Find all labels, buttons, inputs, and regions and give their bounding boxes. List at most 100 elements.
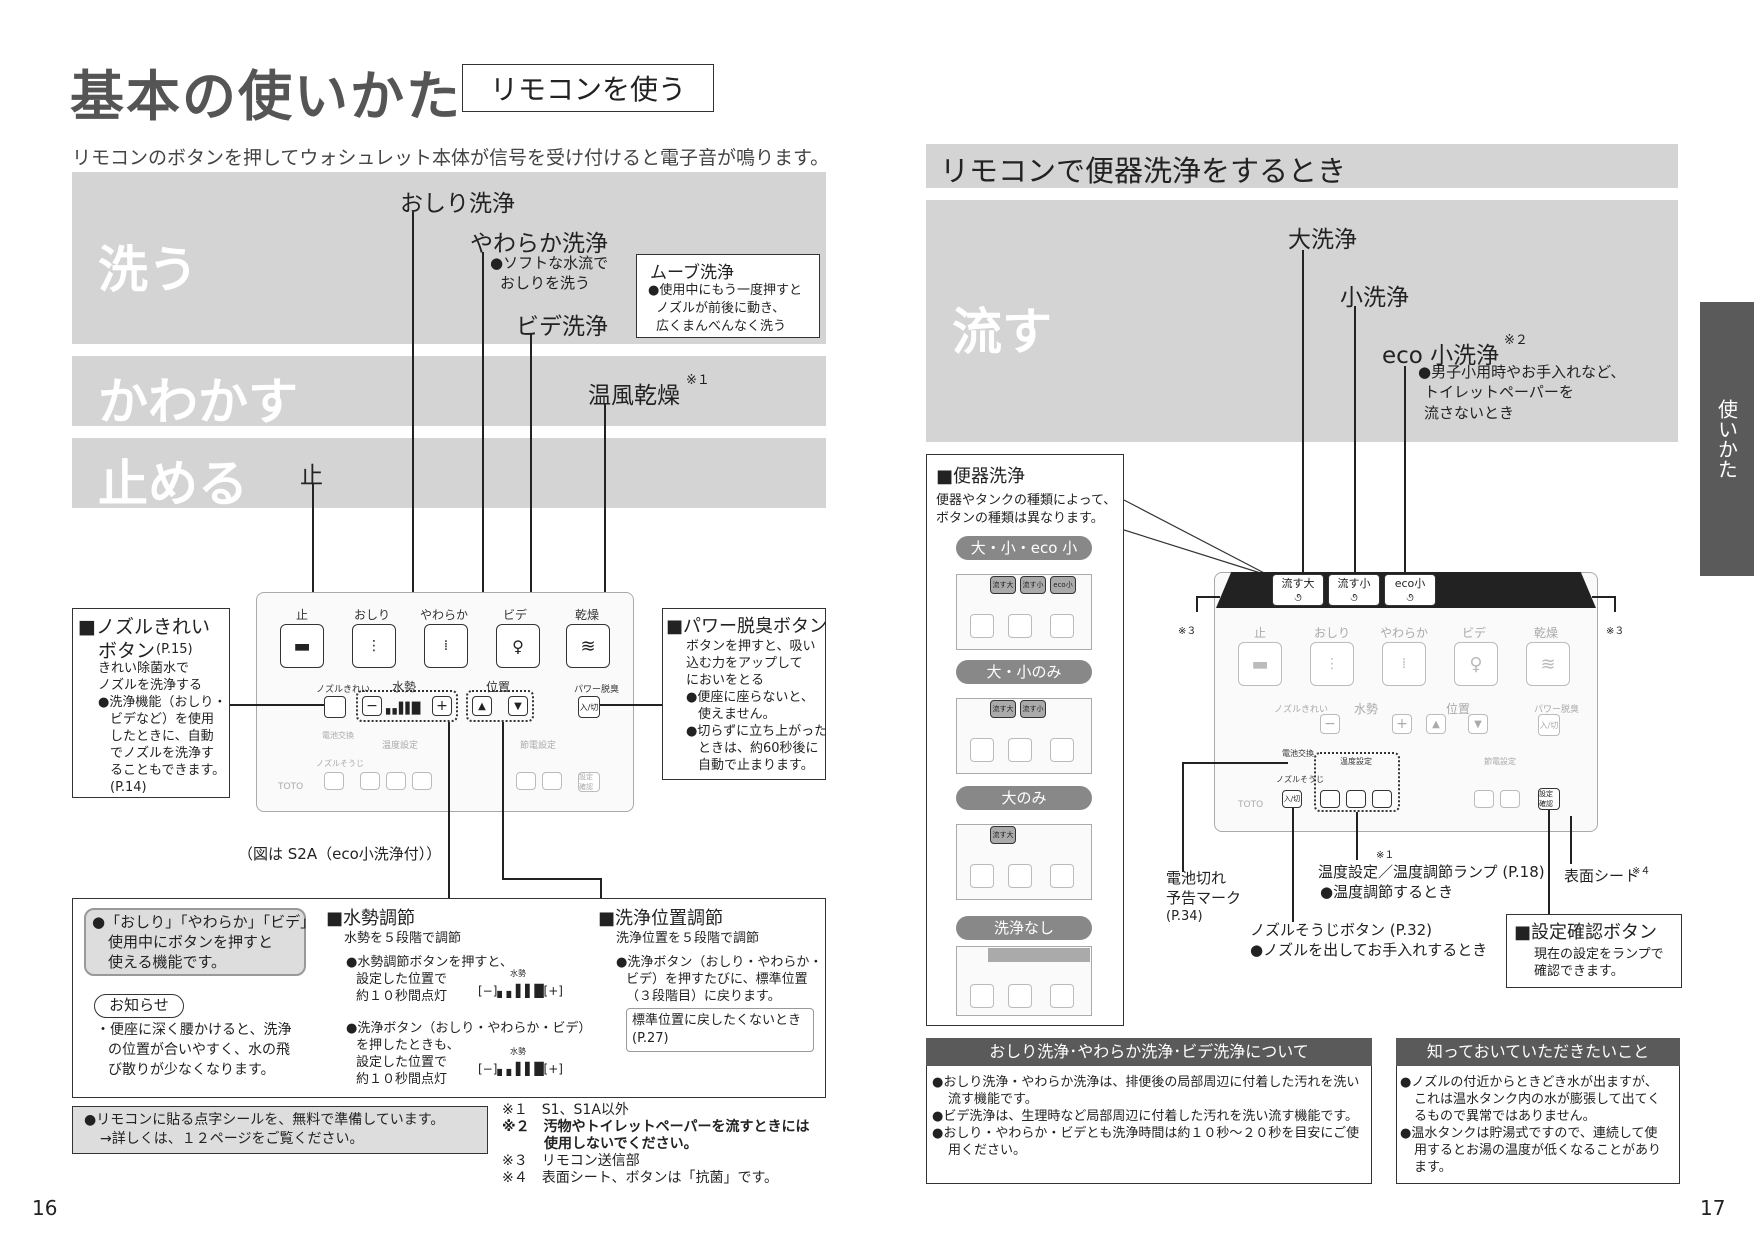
callout-pointer [1124,499,1271,577]
remote-nozzle-button[interactable] [324,696,346,718]
power-box-l5: 使えません。 [698,707,776,722]
remote-teiden-button-2[interactable] [542,772,562,790]
label-yawaraka: やわらか洗浄 [470,231,608,257]
remote-right-ondo-3[interactable] [1372,790,1392,808]
label-dry-note: ※１ [686,373,710,388]
remote-power-button[interactable]: 入/切 [578,696,600,718]
remote-settei-button[interactable]: 設定確認 [578,772,600,792]
ichi-up-button[interactable]: ▲ [472,696,492,716]
remote-right-label-dry: 乾燥 [1534,626,1559,640]
remote-right-settei[interactable]: 設定確認 [1538,788,1560,810]
about-l3: ●ビデ洗浄は、生理時など局部周辺に付着した汚れを洗い流す機能です。 [932,1109,1359,1124]
power-box-l8: 自動で止まります。 [698,758,814,773]
move-l1: ●使用中にもう一度押すと [648,283,802,298]
braille-box [72,1106,488,1154]
benki-panel-4-b3 [1050,984,1074,1008]
benki-panel-1-b3 [1050,614,1074,638]
remote-stop-button[interactable]: ▬ [280,624,324,668]
benki-panel-3-dai[interactable]: 流す大 [990,826,1016,844]
remote-label-souji: ノズルそうじ [316,759,364,768]
ondo-l2: ●温度調節するとき [1320,883,1454,901]
power-box-l2: 込む力をアップして [686,656,803,671]
note-1: ※１ S1、S1A以外 [502,1102,629,1118]
know-l2: これは温水タンク内の水が膨張して出てく [1414,1092,1661,1107]
ichi-down-button[interactable]: ▼ [508,696,528,716]
remote-yawaraka-button[interactable]: ⁞ [424,624,468,668]
bidet-icon: ♀ [1469,653,1483,675]
bidet-icon: ♀ [512,636,524,656]
remote-ondo-button-3[interactable] [412,772,432,790]
note-3: ※３ リモコン送信部 [502,1153,640,1169]
remote-souji-button[interactable] [324,772,344,790]
remote-right-stop-button[interactable]: ▬ [1238,642,1282,686]
remote-right-yawaraka-button[interactable]: ⁞ [1382,642,1426,686]
remote-right [1214,572,1598,832]
leader-note3-left-d [1196,596,1198,612]
benki-panel-1-sho[interactable]: 流す小 [1020,576,1046,594]
remote-right-dai-label: 流す大 [1281,577,1315,590]
nozzle-box-title: ■ノズルきれい [78,616,210,638]
remote-right-souji[interactable]: 入/切 [1282,790,1302,808]
remote-right-suisei-plus[interactable]: + [1392,714,1412,734]
suisei-l2: ●水勢調節ボタンを押すと、 [346,955,513,970]
benki-panel-3 [956,824,1092,900]
benki-panel-1-eco[interactable]: eco小 [1050,576,1076,594]
know-l1: ●ノズルの付近からときどき水が出ますが、 [1400,1075,1658,1090]
benki-panel-2-sho[interactable]: 流す小 [1020,700,1046,718]
ichi-l2: ●洗浄ボタン（おしり・やわらか・ [616,955,823,970]
remote-bidet-button[interactable]: ♀ [496,624,540,668]
label-yawaraka-desc2: おしりを洗う [500,274,591,292]
oshirase-l3: び散りが少なくなります。 [108,1062,275,1078]
remote-dry-button[interactable]: ≋ [566,624,610,668]
remote-right-oshiri-button[interactable]: ⋮ [1310,642,1354,686]
oshirase-tag: お知らせ [94,994,184,1018]
leader-ichi-h [502,878,602,880]
page-number-left: 16 [32,1196,58,1220]
remote-ondo-button-2[interactable] [386,772,406,790]
benki-panel-2-dai[interactable]: 流す大 [990,700,1016,718]
label-dai: 大洗浄 [1288,227,1357,253]
benki-panel-2-b1 [970,738,994,762]
settei-l2: 確認できます。 [1534,964,1624,979]
remote-right-ichi-up[interactable]: ▲ [1426,714,1446,734]
move-box [636,254,820,338]
remote-right-ondo-2[interactable] [1346,790,1366,808]
benki-panel-1-dai[interactable]: 流す大 [990,576,1016,594]
remote-teiden-button-1[interactable] [516,772,536,790]
suisei-l5: ●洗浄ボタン（おしり・やわらか・ビデ） [346,1021,592,1036]
leader-ichi [502,722,504,878]
benki-panel-2-b3 [1050,738,1074,762]
suisei-plus-button[interactable]: + [432,696,452,716]
suisei-minus-button[interactable]: − [362,696,382,716]
power-box-l4: ●便座に座らないと、 [686,690,814,705]
func-note-l3: 使える機能です。 [108,953,227,971]
remote-right-teiden-1[interactable] [1474,790,1494,808]
leader-denchi-h [1182,762,1288,764]
remote-oshiri-button[interactable]: ⋮ [352,624,396,668]
remote-right-teiden-2[interactable] [1500,790,1520,808]
remote-ondo-button-1[interactable] [360,772,380,790]
nozzle-box-l5: したときに、自動 [110,729,214,744]
about-l4: ●おしり・やわらか・ビデとも洗浄時間は約１０秒〜２０秒を目安にご使 [932,1126,1360,1141]
nozzle-box-l4: ビデなど）を使用 [110,712,215,727]
remote-right-power[interactable]: 入/切 [1538,714,1560,736]
leader-power [600,704,662,706]
suisei-mini-graphic-1: [−]▖▖▌▌█[+] [478,984,563,998]
remote-right-ondo-1[interactable] [1320,790,1340,808]
oshiri-icon: ⋮ [1325,656,1339,672]
remote-right-label-power: パワー脱臭 [1534,705,1580,715]
remote-right-suisei-minus[interactable]: − [1320,714,1340,734]
suisei-mini-graphic-2: [−]▖▖▌▌█[+] [478,1062,563,1076]
power-box-l1: ボタンを押すと、吸い [686,639,816,654]
leader-yawaraka [482,252,484,624]
move-l3: 広くまんべんなく洗う [656,319,787,334]
remote-right-ichi-down[interactable]: ▼ [1468,714,1488,734]
ichi-l4: （３段階目）に戻ります。 [626,989,781,1004]
remote-right-bidet-button[interactable]: ♀ [1454,642,1498,686]
remote-right-label-souji: ノズルそうじ [1276,775,1324,784]
remote-right-dry-button[interactable]: ≋ [1526,642,1570,686]
remote-label-nozzle: ノズルきれい [316,685,371,695]
